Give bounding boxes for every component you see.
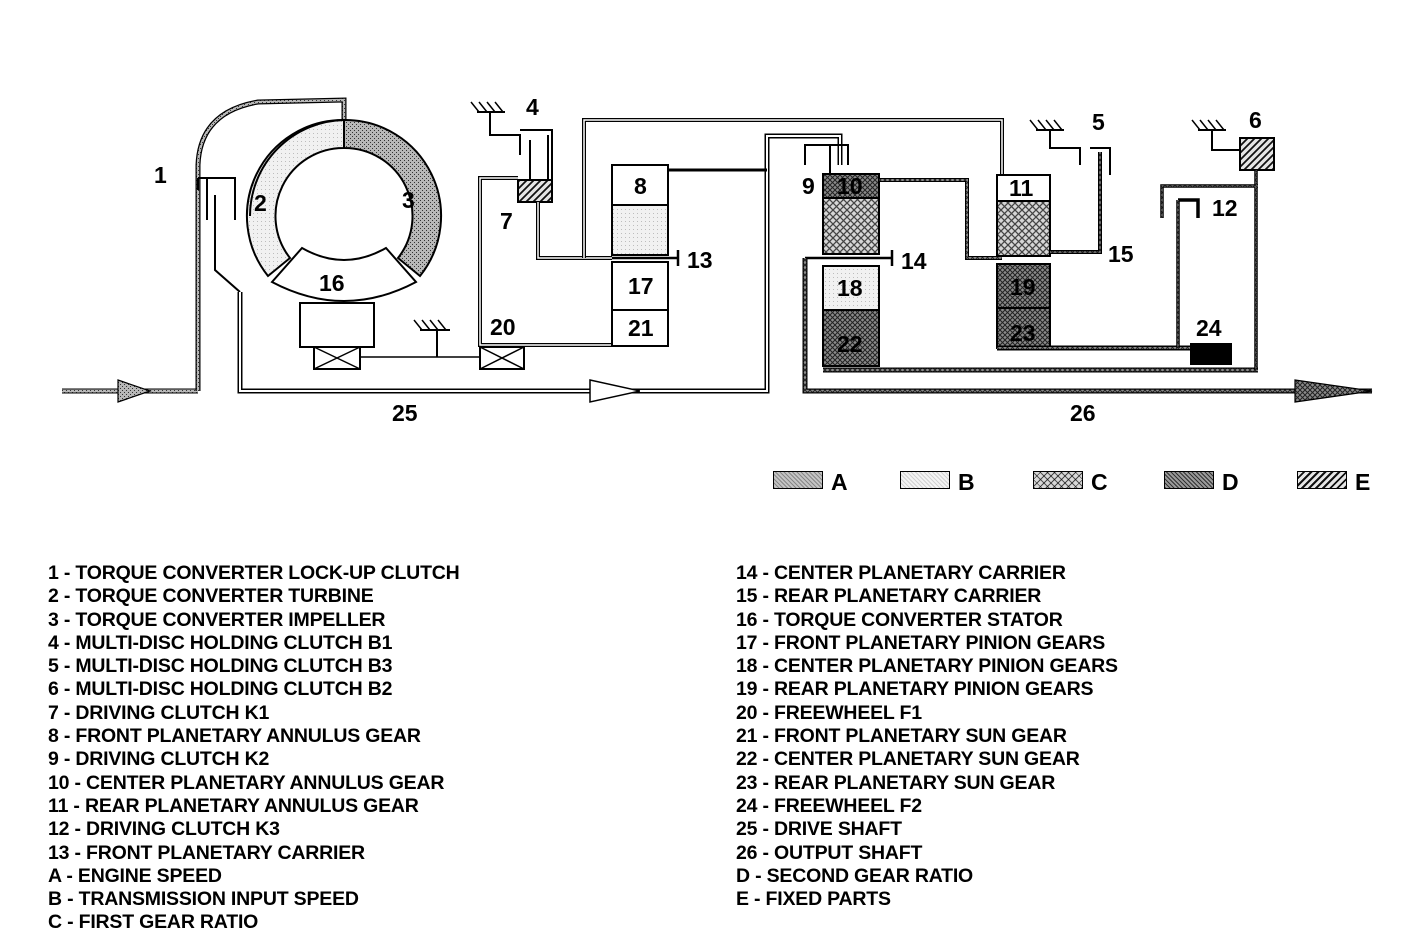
label-12: 12 — [1212, 195, 1238, 221]
label-2: 2 — [254, 190, 267, 216]
legend-letter-a: A — [831, 469, 848, 495]
key-item: 5 - MULTI-DISC HOLDING CLUTCH B3 — [48, 655, 393, 678]
key-item: 19 - REAR PLANETARY PINION GEARS — [736, 678, 1094, 701]
key-item: 11 - REAR PLANETARY ANNULUS GEAR — [48, 794, 419, 817]
label-1: 1 — [154, 162, 167, 188]
label-25: 25 — [392, 400, 418, 426]
legend-swatch-a — [773, 471, 823, 489]
label-16: 16 — [319, 270, 345, 296]
key-item: 8 - FRONT PLANETARY ANNULUS GEAR — [48, 725, 421, 748]
label-6: 6 — [1249, 107, 1262, 133]
ground-symbol-b3 — [1029, 119, 1064, 131]
rear-sun-gear — [996, 307, 1051, 349]
rear-pinion-gears — [996, 263, 1051, 309]
label-13: 13 — [687, 247, 713, 273]
key-item: 2 - TORQUE CONVERTER TURBINE — [48, 585, 374, 608]
output-shaft-arrow — [1294, 379, 1373, 403]
torque-converter — [245, 118, 443, 348]
freewheel-f1 — [479, 346, 525, 370]
converter-turbine — [245, 118, 345, 278]
key-item: E - FIXED PARTS — [736, 888, 891, 911]
front-planetary-carrier — [612, 250, 680, 266]
ground-symbol-f1 — [413, 319, 450, 331]
label-14: 14 — [901, 248, 927, 274]
legend-letter-b: B — [958, 469, 975, 495]
key-item: 17 - FRONT PLANETARY PINION GEARS — [736, 631, 1105, 654]
label-5: 5 — [1092, 109, 1105, 135]
label-9: 9 — [802, 173, 815, 199]
engine-input-arrow — [117, 379, 152, 403]
legend-letter-c: C — [1091, 469, 1108, 495]
label-18: 18 — [837, 275, 863, 301]
key-item: 14 - CENTER PLANETARY CARRIER — [736, 562, 1066, 584]
label-15: 15 — [1108, 241, 1134, 267]
stator-bearing — [313, 346, 361, 370]
key-item: 9 - DRIVING CLUTCH K2 — [48, 748, 270, 771]
key-item: 16 - TORQUE CONVERTER STATOR — [736, 608, 1063, 631]
key-item: 12 - DRIVING CLUTCH K3 — [48, 818, 280, 841]
label-24: 24 — [1196, 315, 1222, 341]
label-19: 19 — [1010, 274, 1036, 300]
key-item: 23 - REAR PLANETARY SUN GEAR — [736, 771, 1056, 794]
legend-letter-d: D — [1222, 469, 1239, 495]
key-item: 21 - FRONT PLANETARY SUN GEAR — [736, 725, 1067, 748]
key-item: 25 - DRIVE SHAFT — [736, 818, 902, 841]
key-item: A - ENGINE SPEED — [48, 864, 222, 887]
label-8: 8 — [634, 173, 647, 199]
key-item: C - FIRST GEAR RATIO — [48, 911, 259, 934]
ground-symbol-b2 — [1191, 119, 1226, 131]
legend-swatch-b — [900, 471, 950, 489]
ground-symbol-b1 — [470, 101, 505, 113]
label-4: 4 — [526, 94, 539, 120]
center-sun-gear — [822, 309, 880, 367]
key-item: D - SECOND GEAR RATIO — [736, 864, 974, 887]
key-list-right: 14 - CENTER PLANETARY CARRIER 15 - REAR … — [736, 562, 1118, 911]
freewheel-f2 — [1190, 343, 1232, 365]
label-3: 3 — [402, 187, 415, 213]
center-pinion-gears — [822, 265, 880, 311]
key-item: 3 - TORQUE CONVERTER IMPELLER — [48, 608, 386, 631]
key-item: 7 - DRIVING CLUTCH K1 — [48, 701, 270, 724]
key-item: 20 - FREEWHEEL F1 — [736, 701, 922, 724]
transmission-schematic: 1 2 3 4 5 6 7 8 9 10 11 12 13 14 15 16 1… — [62, 94, 1373, 426]
key-item: 22 - CENTER PLANETARY SUN GEAR — [736, 748, 1080, 771]
front-annulus-gear — [611, 164, 669, 206]
converter-impeller — [343, 118, 443, 278]
clutch-k2 — [804, 144, 849, 175]
converter-stator — [270, 246, 418, 302]
label-21: 21 — [628, 315, 654, 341]
center-annulus-gear — [822, 173, 880, 199]
key-item: 26 - OUTPUT SHAFT — [736, 841, 923, 864]
legend-letter-e: E — [1355, 469, 1371, 495]
legend-swatch-e — [1297, 471, 1347, 489]
key-item: 10 - CENTER PLANETARY ANNULUS GEAR — [48, 771, 445, 794]
clutch-b3 — [1049, 130, 1111, 175]
key-item: 24 - FREEWHEEL F2 — [736, 794, 922, 817]
label-7: 7 — [500, 208, 513, 234]
label-23: 23 — [1010, 320, 1036, 346]
key-item: 1 - TORQUE CONVERTER LOCK-UP CLUTCH — [48, 562, 460, 584]
key-item: 18 - CENTER PLANETARY PINION GEARS — [736, 655, 1118, 678]
front-sun-gear — [611, 309, 669, 347]
label-22: 22 — [837, 331, 863, 357]
legend-swatch-d — [1164, 471, 1214, 489]
label-20: 20 — [490, 314, 516, 340]
drive-shaft-arrow — [589, 379, 641, 403]
key-item: 4 - MULTI-DISC HOLDING CLUTCH B1 — [48, 631, 393, 654]
clutch-k1 — [517, 179, 553, 203]
label-10: 10 — [837, 173, 863, 199]
label-11: 11 — [1009, 175, 1034, 201]
legend-swatch-c — [1033, 471, 1083, 489]
key-item: B - TRANSMISSION INPUT SPEED — [48, 888, 359, 911]
label-26: 26 — [1070, 400, 1096, 426]
center-planetary-carrier — [805, 250, 894, 266]
clutch-b2 — [1239, 137, 1275, 171]
label-17: 17 — [628, 273, 654, 299]
key-item: 6 - MULTI-DISC HOLDING CLUTCH B2 — [48, 678, 393, 701]
key-item: 15 - REAR PLANETARY CARRIER — [736, 585, 1042, 608]
rear-planetary-carrier — [1050, 152, 1102, 254]
key-item: 13 - FRONT PLANETARY CARRIER — [48, 841, 365, 864]
key-list-left: 1 - TORQUE CONVERTER LOCK-UP CLUTCH 2 - … — [48, 562, 460, 935]
